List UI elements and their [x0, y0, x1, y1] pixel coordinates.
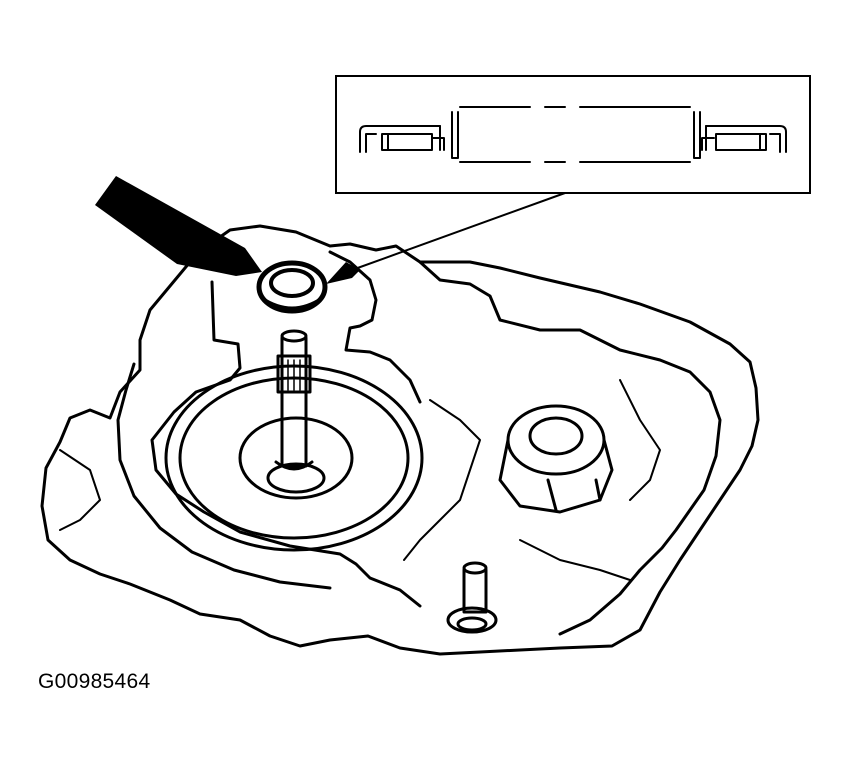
detail-leader-line — [351, 192, 566, 271]
seal-centerlines — [459, 106, 691, 163]
small-pointer-arrow — [326, 262, 360, 284]
large-pointer-arrow — [95, 176, 262, 276]
oil-seal — [256, 260, 328, 314]
housing-ribs — [59, 379, 661, 581]
seal-detail-inset — [335, 75, 811, 194]
transaxle-housing — [40, 224, 760, 656]
seal-profile-left — [359, 111, 459, 159]
seal-profile-right — [693, 111, 787, 159]
differential-bore — [164, 364, 424, 552]
figure-id-label: G00985464 — [38, 670, 151, 693]
bearing-boss — [498, 404, 614, 514]
housing-bolt — [446, 561, 498, 634]
input-shaft — [274, 329, 314, 471]
